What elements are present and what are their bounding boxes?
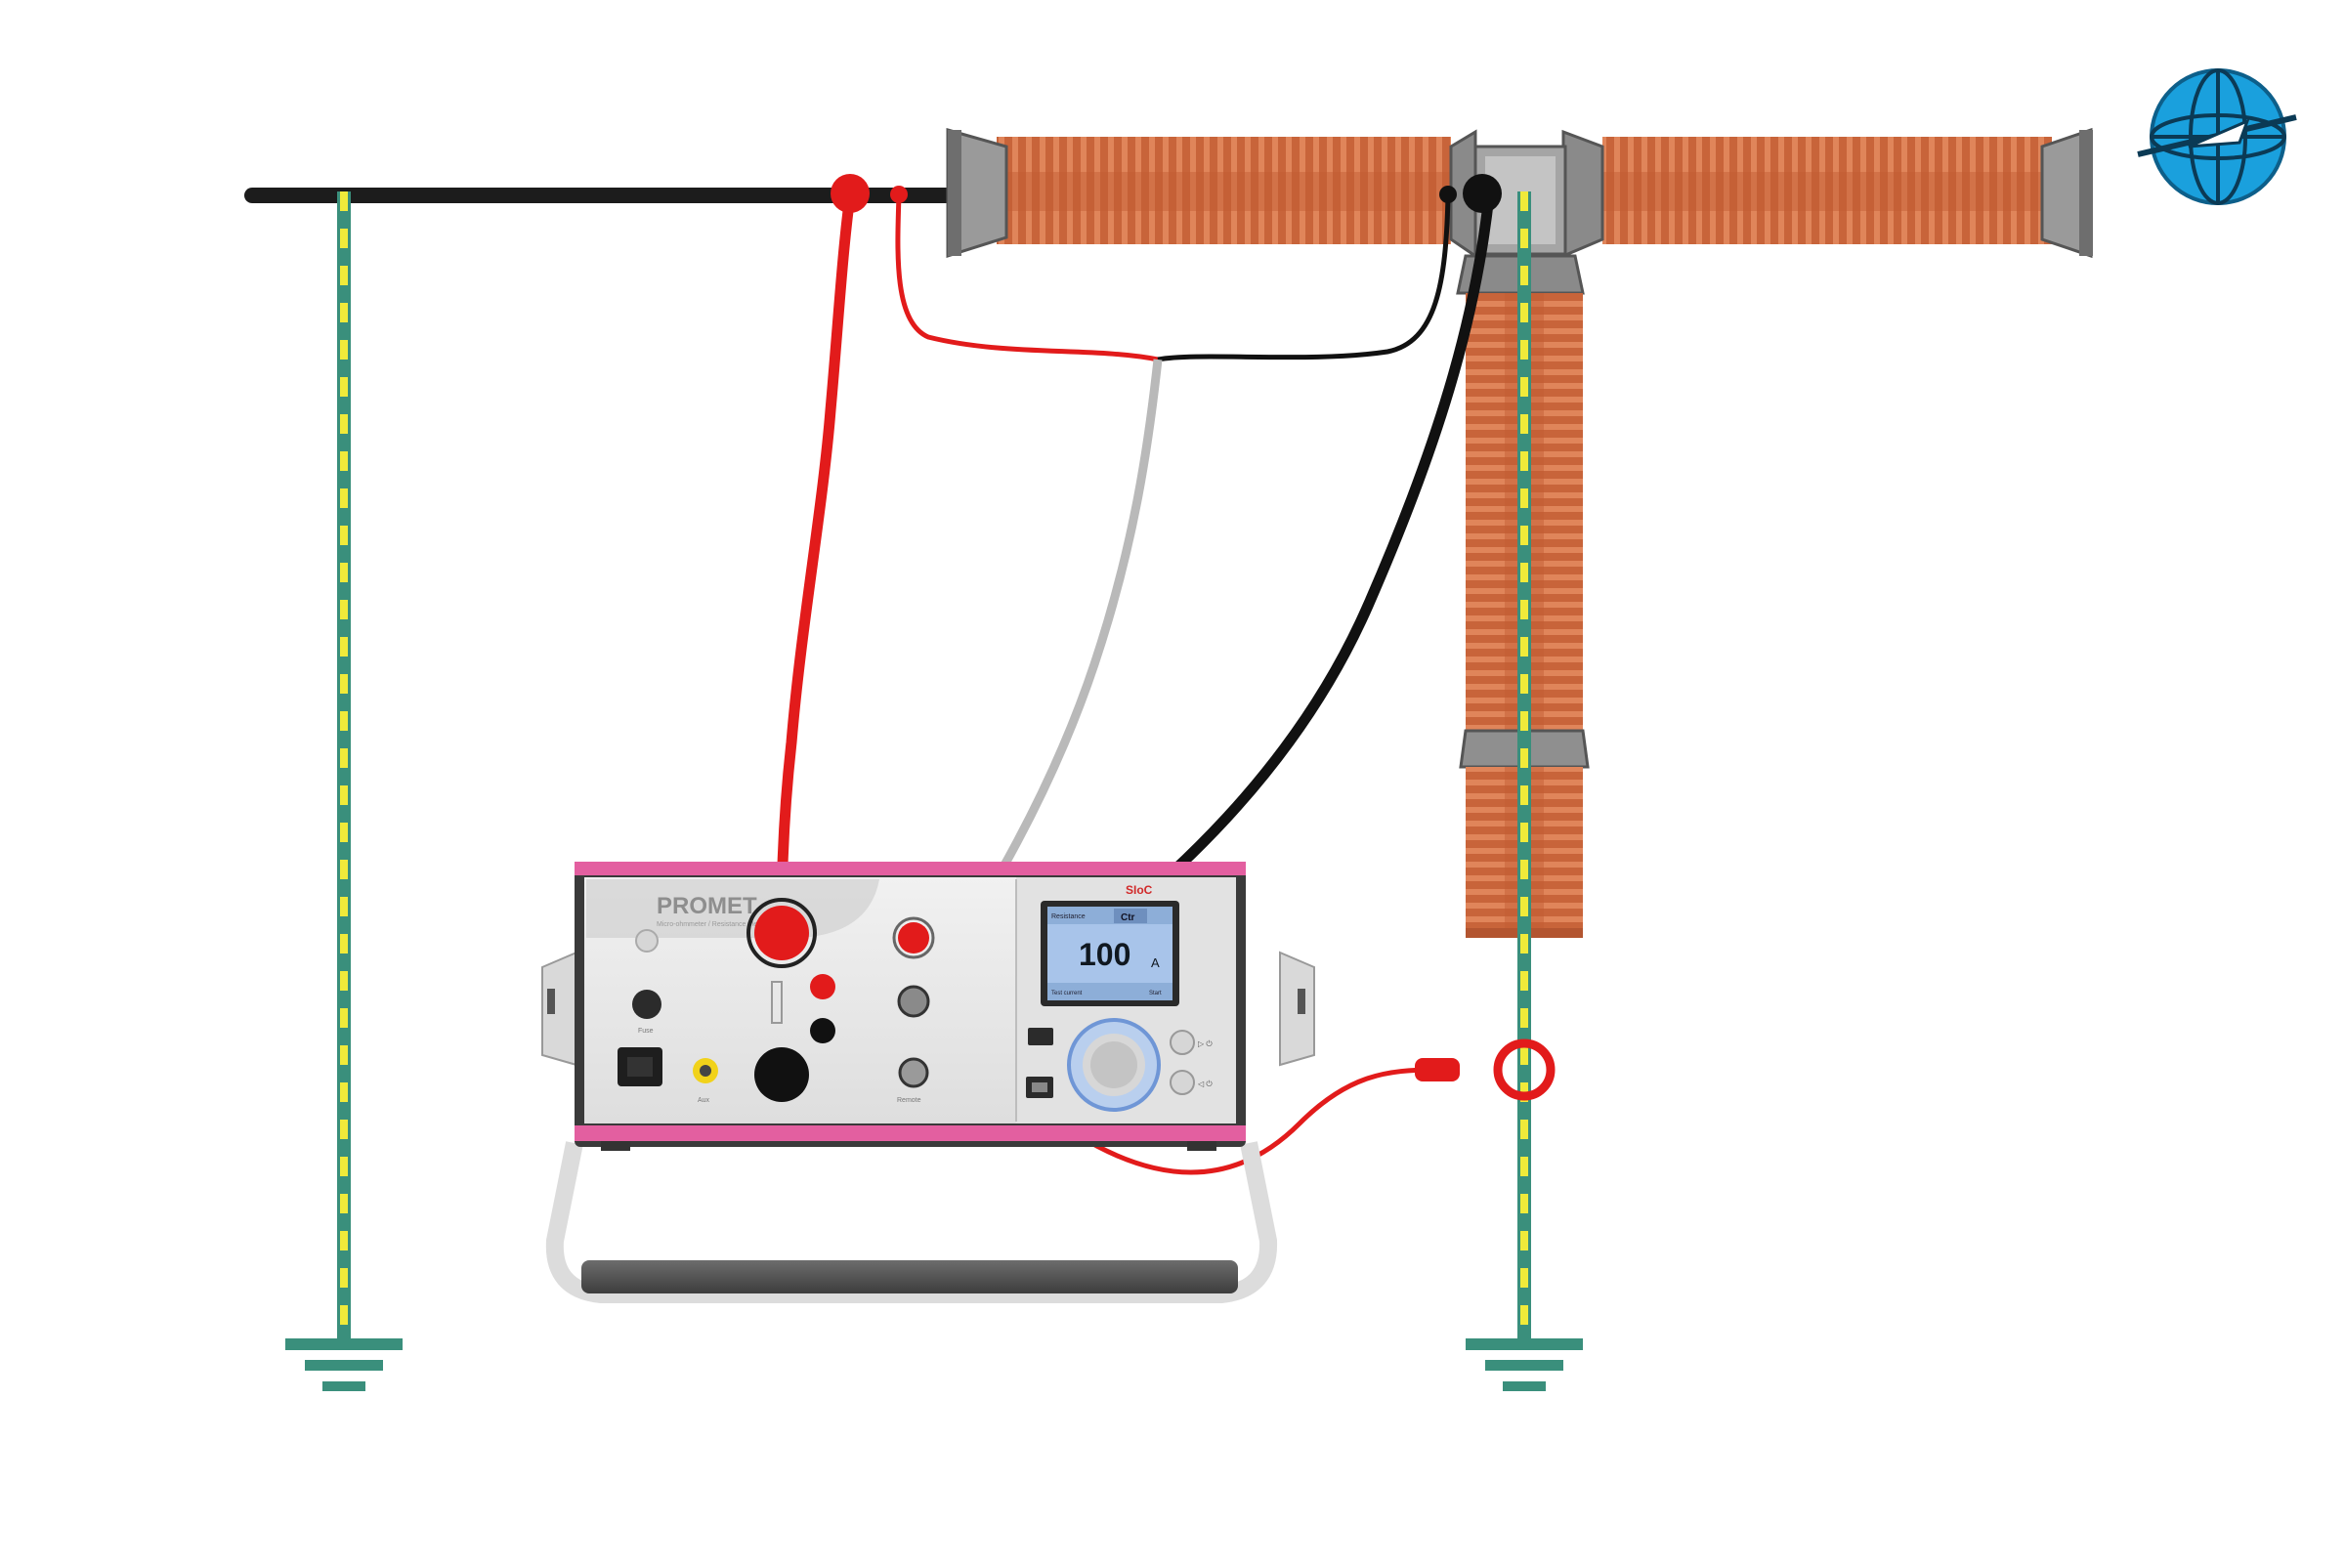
ground-symbol-icon: [1466, 1338, 1583, 1391]
device-maker: SIoC: [1126, 883, 1153, 897]
nav-down-label: ◁ ⏻: [1198, 1080, 1213, 1088]
ext-terminal-red[interactable]: [898, 922, 929, 954]
device-frame-bottom: [575, 1125, 1246, 1141]
carry-handle: [545, 1141, 1278, 1303]
fuse-holder[interactable]: [632, 990, 661, 1019]
current-terminal-black[interactable]: [754, 1047, 809, 1102]
current-clamp: [1415, 1038, 1556, 1101]
nav-button-up[interactable]: [1170, 1030, 1195, 1055]
ground-symbol-icon: [285, 1338, 403, 1391]
device-subtitle: Micro-ohmmeter / Resistance Meter: [657, 921, 766, 928]
flange-center-right: [1561, 129, 1604, 259]
sense-terminal-red[interactable]: [810, 974, 835, 999]
current-lead-red: [776, 190, 856, 939]
globe-emblem-icon: [2137, 68, 2297, 205]
power-indicator: [635, 929, 659, 953]
current-terminal-red[interactable]: [754, 906, 809, 960]
busbar-clip-red-small: [890, 186, 908, 203]
nav-up-label: ▷ ⏻: [1198, 1039, 1213, 1048]
lcd-display: Resistance Ctr 100 A Test current Start: [1041, 901, 1179, 1006]
insulator-left: [946, 128, 1477, 259]
lcd-footer-right: Start: [1149, 991, 1162, 996]
lcd-value: 100: [1079, 937, 1130, 972]
aux-label: Aux: [698, 1097, 710, 1104]
lcd-mode: Ctr: [1121, 912, 1135, 923]
insulator-right: [1561, 127, 2093, 259]
lcd-footer-left: Test current: [1051, 991, 1083, 996]
busbar-clip-red-large: [831, 174, 870, 213]
jog-wheel[interactable]: [1067, 1018, 1161, 1112]
device-frame-top: [575, 862, 1246, 875]
sense-lead-red: [895, 194, 1159, 362]
remote-label: Remote: [897, 1097, 921, 1104]
head-clip-black-small: [1439, 186, 1457, 203]
lcd-unit: A: [1151, 955, 1160, 970]
remote-connector[interactable]: [898, 1057, 929, 1088]
sense-lead-black: [1157, 194, 1451, 362]
sense-terminal-black[interactable]: [810, 1018, 835, 1043]
device-brand: PROMET: [657, 893, 757, 919]
promet-instrument: PROMET Micro-ohmmeter / Resistance Meter…: [541, 862, 1315, 1303]
lcd-header: Resistance: [1051, 913, 1086, 920]
nav-button-down[interactable]: [1170, 1070, 1195, 1095]
sense-connector[interactable]: [897, 985, 930, 1018]
head-clip-black-large: [1463, 174, 1502, 213]
fuse-label: Fuse: [638, 1028, 654, 1035]
usb-port[interactable]: [1028, 1028, 1053, 1045]
